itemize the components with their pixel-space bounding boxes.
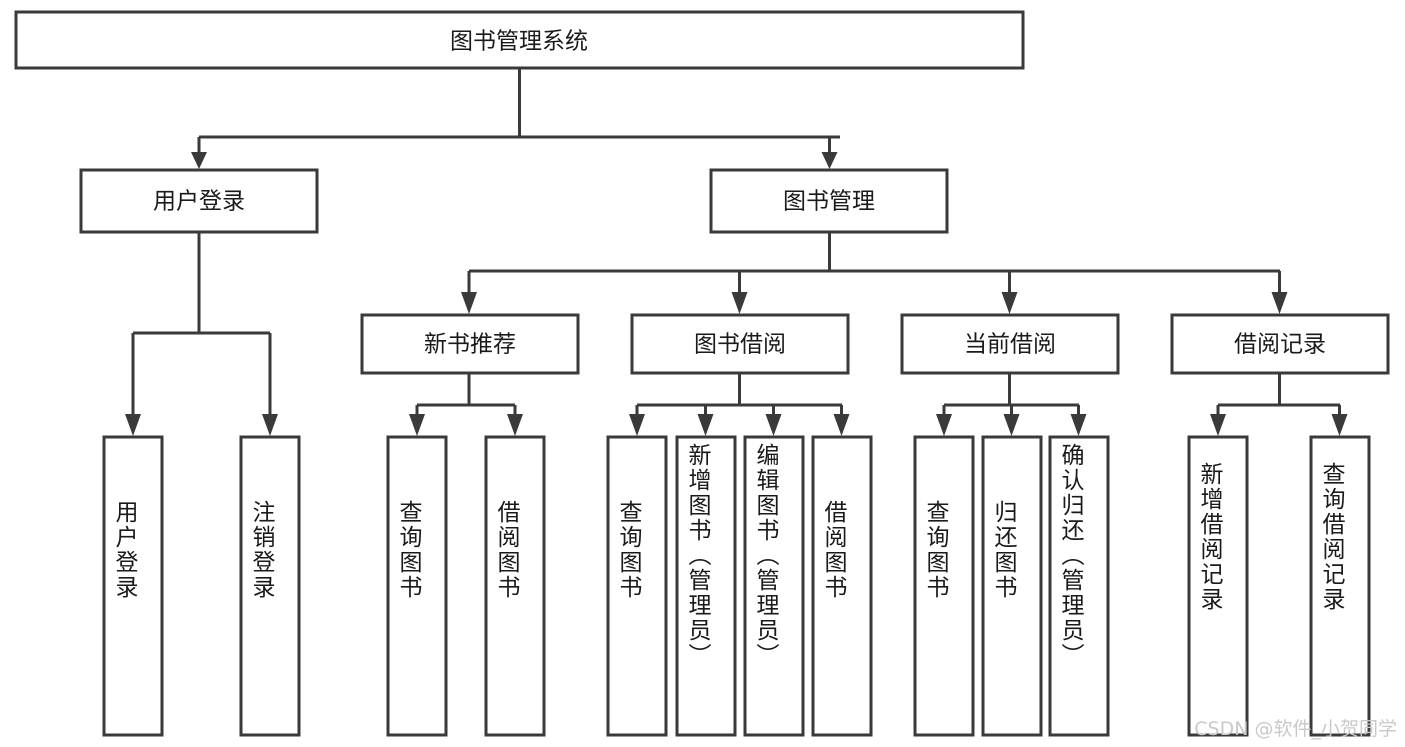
node-borrow-record-label: 借阅记录 xyxy=(1234,332,1326,358)
arrowhead-leaf-12 xyxy=(1331,414,1348,436)
leaf-box-7[interactable] xyxy=(811,435,873,737)
leaf-box-6[interactable] xyxy=(743,435,805,737)
connectors-borrow-record-to-leaves xyxy=(1210,373,1348,436)
node-new-book-recommend[interactable]: 新书推荐 xyxy=(360,313,580,375)
arrowhead-leaf-2 xyxy=(409,414,425,436)
connectors-book-mgmt-to-level3 xyxy=(461,232,1288,314)
connectors-root-to-level2 xyxy=(191,68,840,169)
node-borrow-record-box[interactable] xyxy=(1170,313,1390,375)
node-borrow-record[interactable]: 借阅记录 xyxy=(1170,313,1390,375)
arrowhead-leaf-11 xyxy=(1210,414,1226,436)
leaf-box-5[interactable] xyxy=(675,435,737,737)
connectors-new-book-rec-to-leaves xyxy=(409,373,523,436)
node-user-login[interactable]: 用户登录 xyxy=(79,168,319,234)
node-root-label: 图书管理系统 xyxy=(450,29,588,55)
node-new-book-recommend-label: 新书推荐 xyxy=(424,332,516,358)
leaf-box-2[interactable] xyxy=(386,435,448,737)
node-user-login-label: 用户登录 xyxy=(153,189,245,215)
node-root-box[interactable] xyxy=(14,10,1025,70)
node-current-borrow[interactable]: 当前借阅 xyxy=(900,313,1120,375)
leaf-box-3[interactable] xyxy=(484,435,546,737)
leaf-box-0[interactable] xyxy=(102,435,164,737)
node-book-borrow[interactable]: 图书借阅 xyxy=(630,313,850,375)
connectors-book-borrow-to-leaves xyxy=(629,373,850,436)
leaf-box-1[interactable] xyxy=(239,435,301,737)
node-book-management-label: 图书管理 xyxy=(783,189,875,215)
node-current-borrow-label: 当前借阅 xyxy=(964,332,1056,358)
arrowhead-leaf-4 xyxy=(629,414,645,436)
arrowhead-borrow-record xyxy=(1271,292,1288,314)
arrowhead-new-book-rec xyxy=(461,292,477,314)
arrowhead-leaf-10 xyxy=(1070,414,1087,436)
node-book-management[interactable]: 图书管理 xyxy=(709,168,949,234)
arrowhead-leaf-6 xyxy=(765,414,782,436)
node-root[interactable]: 图书管理系统 xyxy=(14,10,1025,70)
leaf-box-8[interactable] xyxy=(913,435,975,737)
leaf-box-10[interactable] xyxy=(1048,435,1110,737)
arrowhead-leaf-7 xyxy=(833,414,850,436)
arrowhead-leaf-8 xyxy=(936,414,952,436)
node-new-book-recommend-box[interactable] xyxy=(360,313,580,375)
arrowhead-leaf-3 xyxy=(507,414,523,436)
arrowhead-leaf-5 xyxy=(697,414,714,436)
connectors-current-borrow-to-leaves xyxy=(936,373,1087,436)
leaf-box-12[interactable] xyxy=(1309,435,1371,737)
arrowhead-current-borrow xyxy=(1001,292,1018,314)
arrowhead-leaf-0 xyxy=(125,414,141,436)
node-user-login-box[interactable] xyxy=(79,168,319,234)
leaf-boxes xyxy=(102,435,1371,737)
node-book-borrow-box[interactable] xyxy=(630,313,850,375)
leaf-box-4[interactable] xyxy=(606,435,668,737)
arrowhead-user-login xyxy=(191,152,207,169)
arrowhead-leaf-9 xyxy=(1003,414,1020,436)
node-current-borrow-box[interactable] xyxy=(900,313,1120,375)
node-book-borrow-label: 图书借阅 xyxy=(694,332,786,358)
connectors-user-login-to-leaves xyxy=(125,232,278,436)
arrowhead-book-borrow xyxy=(731,292,748,314)
arrowhead-leaf-1 xyxy=(262,414,278,436)
csdn-watermark: CSDN @软件_小贺同学 xyxy=(1194,718,1397,740)
arrowhead-book-mgmt xyxy=(821,152,838,169)
leaf-box-11[interactable] xyxy=(1187,435,1249,737)
leaf-box-9[interactable] xyxy=(981,435,1043,737)
node-book-management-box[interactable] xyxy=(709,168,949,234)
